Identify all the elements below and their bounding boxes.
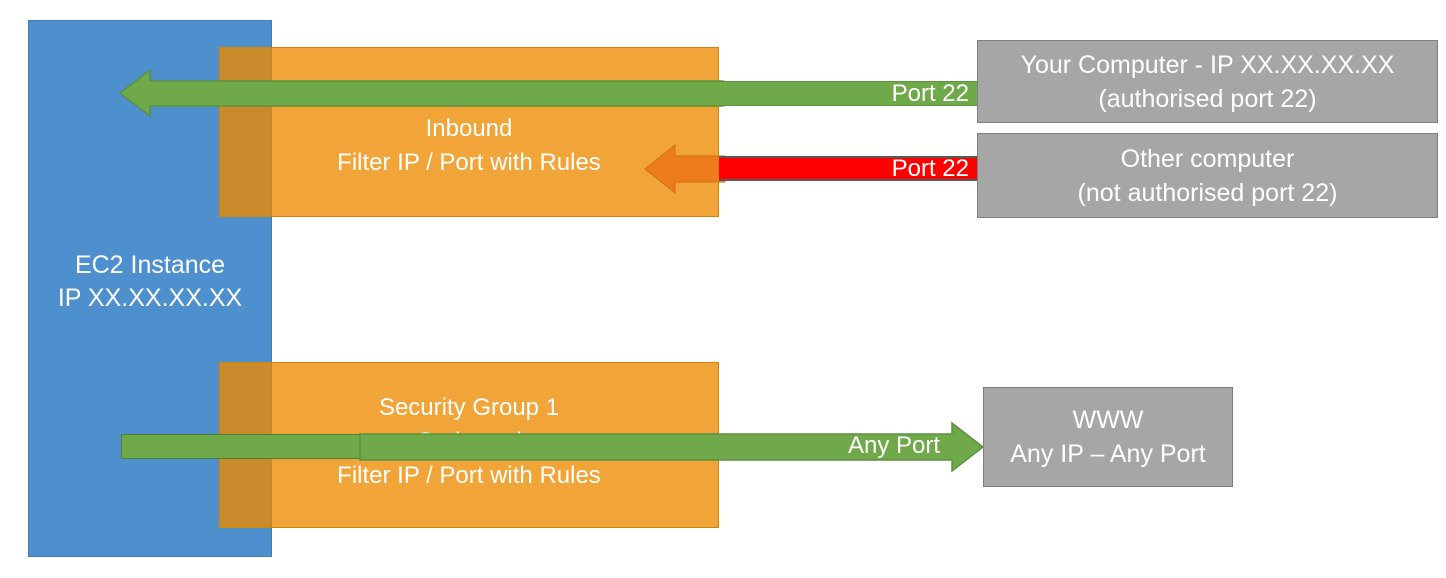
- blocked-inbound-arrow: [644, 143, 726, 195]
- allowed-inbound-port-label: Port 22: [891, 80, 969, 107]
- blocked-inbound-bar: Port 22: [719, 156, 977, 181]
- ec2-instance-label: EC2 Instance IP XX.XX.XX.XX: [57, 251, 243, 312]
- allowed-outbound-arrow: [359, 421, 985, 473]
- blocked-inbound-port-label: Port 22: [891, 155, 969, 182]
- allowed-inbound-arrow: [118, 68, 724, 118]
- endpoint-www: WWW Any IP – Any Port: [983, 387, 1233, 487]
- allowed-outbound-port-label: Any Port: [848, 432, 941, 459]
- allowed-inbound-bar: Port 22: [719, 81, 977, 106]
- outbound-stub-bar: [121, 434, 361, 459]
- endpoint-your-computer: Your Computer - IP XX.XX.XX.XX (authoris…: [977, 40, 1438, 123]
- endpoint-other-computer: Other computer (not authorised port 22): [977, 133, 1438, 218]
